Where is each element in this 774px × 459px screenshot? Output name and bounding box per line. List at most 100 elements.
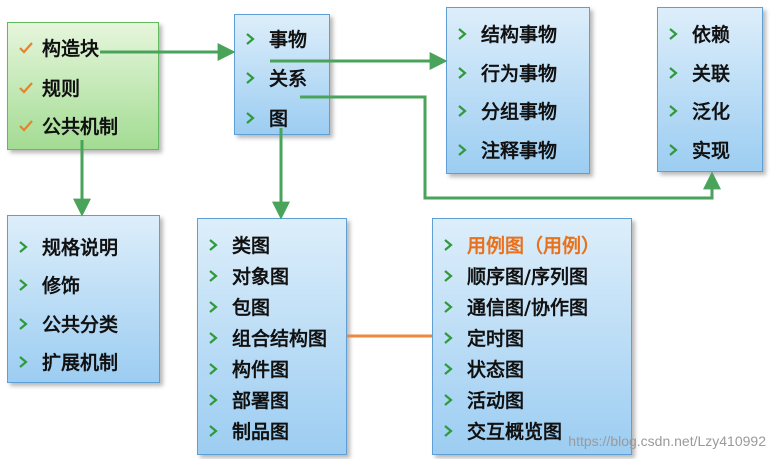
item-label: 泛化 [692, 101, 731, 123]
chevron-right-icon [457, 104, 481, 117]
chevron-right-icon [443, 424, 467, 437]
item-label: 组合结构图 [232, 328, 328, 350]
chevron-right-icon [208, 362, 232, 375]
chevron-right-icon [457, 27, 481, 40]
list-item: 制品图 [208, 417, 342, 444]
chevron-right-icon [443, 269, 467, 282]
things-box: 结构事物 行为事物 分组事物 注释事物 [446, 7, 590, 174]
checkmark-icon [18, 119, 42, 133]
item-label: 依赖 [692, 24, 731, 46]
item-label: 顺序图/序列图 [467, 266, 588, 288]
building-blocks-box: 事物 关系 图 [234, 14, 330, 135]
list-item: 扩展机制 [18, 348, 155, 375]
chevron-right-icon [18, 240, 42, 253]
item-label: 制品图 [232, 421, 290, 443]
chevron-right-icon [443, 300, 467, 313]
list-item: 关联 [668, 59, 758, 86]
list-item: 定时图 [443, 324, 627, 351]
item-label: 规则 [42, 78, 81, 100]
chevron-right-icon [18, 355, 42, 368]
item-label: 事物 [269, 29, 308, 51]
item-label: 结构事物 [481, 24, 558, 46]
list-item: 泛化 [668, 97, 758, 124]
item-label: 注释事物 [481, 140, 558, 162]
list-item: 构件图 [208, 355, 342, 382]
chevron-right-icon [245, 71, 269, 84]
list-item: 构造块 [18, 34, 154, 61]
list-item: 图 [245, 104, 325, 131]
item-label: 部署图 [232, 390, 290, 412]
chevron-right-icon [668, 143, 692, 156]
item-label: 类图 [232, 235, 271, 257]
chevron-right-icon [208, 424, 232, 437]
item-label: 实现 [692, 140, 731, 162]
common-mechanisms-box: 规格说明 修饰 公共分类 扩展机制 [7, 215, 160, 383]
item-label: 包图 [232, 297, 271, 319]
list-item: 行为事物 [457, 59, 585, 86]
list-item: 状态图 [443, 355, 627, 382]
list-item: 对象图 [208, 262, 342, 289]
chevron-right-icon [443, 393, 467, 406]
chevron-right-icon [443, 238, 467, 251]
list-item: 关系 [245, 64, 325, 91]
item-label: 行为事物 [481, 63, 558, 85]
list-item: 结构事物 [457, 20, 585, 47]
list-item: 分组事物 [457, 97, 585, 124]
list-item: 活动图 [443, 386, 627, 413]
list-item: 规则 [18, 74, 154, 101]
item-label: 图 [269, 108, 289, 130]
checkmark-icon [18, 81, 42, 95]
chevron-right-icon [18, 317, 42, 330]
list-item: 交互概览图 [443, 417, 627, 444]
item-label: 交互概览图 [467, 421, 563, 443]
list-item-highlighted: 用例图（用例） [443, 231, 627, 258]
list-item: 事物 [245, 25, 325, 52]
chevron-right-icon [443, 331, 467, 344]
relationships-box: 依赖 关联 泛化 实现 [657, 7, 763, 172]
item-label: 公共机制 [42, 116, 119, 138]
list-item: 规格说明 [18, 233, 155, 260]
watermark: https://blog.csdn.net/Lzy410992 [568, 433, 766, 449]
checkmark-icon [18, 41, 42, 55]
list-item: 顺序图/序列图 [443, 262, 627, 289]
item-label: 扩展机制 [42, 352, 119, 374]
item-label: 关系 [269, 68, 308, 90]
item-label: 对象图 [232, 266, 290, 288]
chevron-right-icon [208, 331, 232, 344]
uml-elements-box: 构造块 规则 公共机制 [7, 22, 159, 150]
chevron-right-icon [245, 111, 269, 124]
list-item: 注释事物 [457, 136, 585, 163]
structural-diagrams-box: 类图 对象图 包图 组合结构图 构件图 部署图 制品图 [197, 218, 347, 455]
item-label: 公共分类 [42, 314, 119, 336]
chevron-right-icon [208, 393, 232, 406]
list-item: 组合结构图 [208, 324, 342, 351]
list-item: 实现 [668, 136, 758, 163]
chevron-right-icon [668, 104, 692, 117]
list-item: 通信图/协作图 [443, 293, 627, 320]
item-label: 修饰 [42, 275, 81, 297]
behavioral-diagrams-box: 用例图（用例） 顺序图/序列图 通信图/协作图 定时图 状态图 活动图 交互概览… [432, 218, 632, 455]
list-item: 公共机制 [18, 112, 154, 139]
list-item: 修饰 [18, 271, 155, 298]
item-label: 活动图 [467, 390, 525, 412]
item-label: 用例图（用例） [467, 235, 601, 257]
item-label: 状态图 [467, 359, 525, 381]
chevron-right-icon [208, 269, 232, 282]
item-label: 构造块 [42, 38, 100, 60]
item-label: 规格说明 [42, 237, 119, 259]
list-item: 公共分类 [18, 310, 155, 337]
list-item: 包图 [208, 293, 342, 320]
item-label: 关联 [692, 63, 731, 85]
item-label: 定时图 [467, 328, 525, 350]
list-item: 依赖 [668, 20, 758, 47]
chevron-right-icon [457, 143, 481, 156]
chevron-right-icon [208, 238, 232, 251]
list-item: 类图 [208, 231, 342, 258]
chevron-right-icon [668, 27, 692, 40]
item-label: 构件图 [232, 359, 290, 381]
chevron-right-icon [245, 32, 269, 45]
item-label: 分组事物 [481, 101, 558, 123]
list-item: 部署图 [208, 386, 342, 413]
chevron-right-icon [18, 278, 42, 291]
chevron-right-icon [457, 66, 481, 79]
